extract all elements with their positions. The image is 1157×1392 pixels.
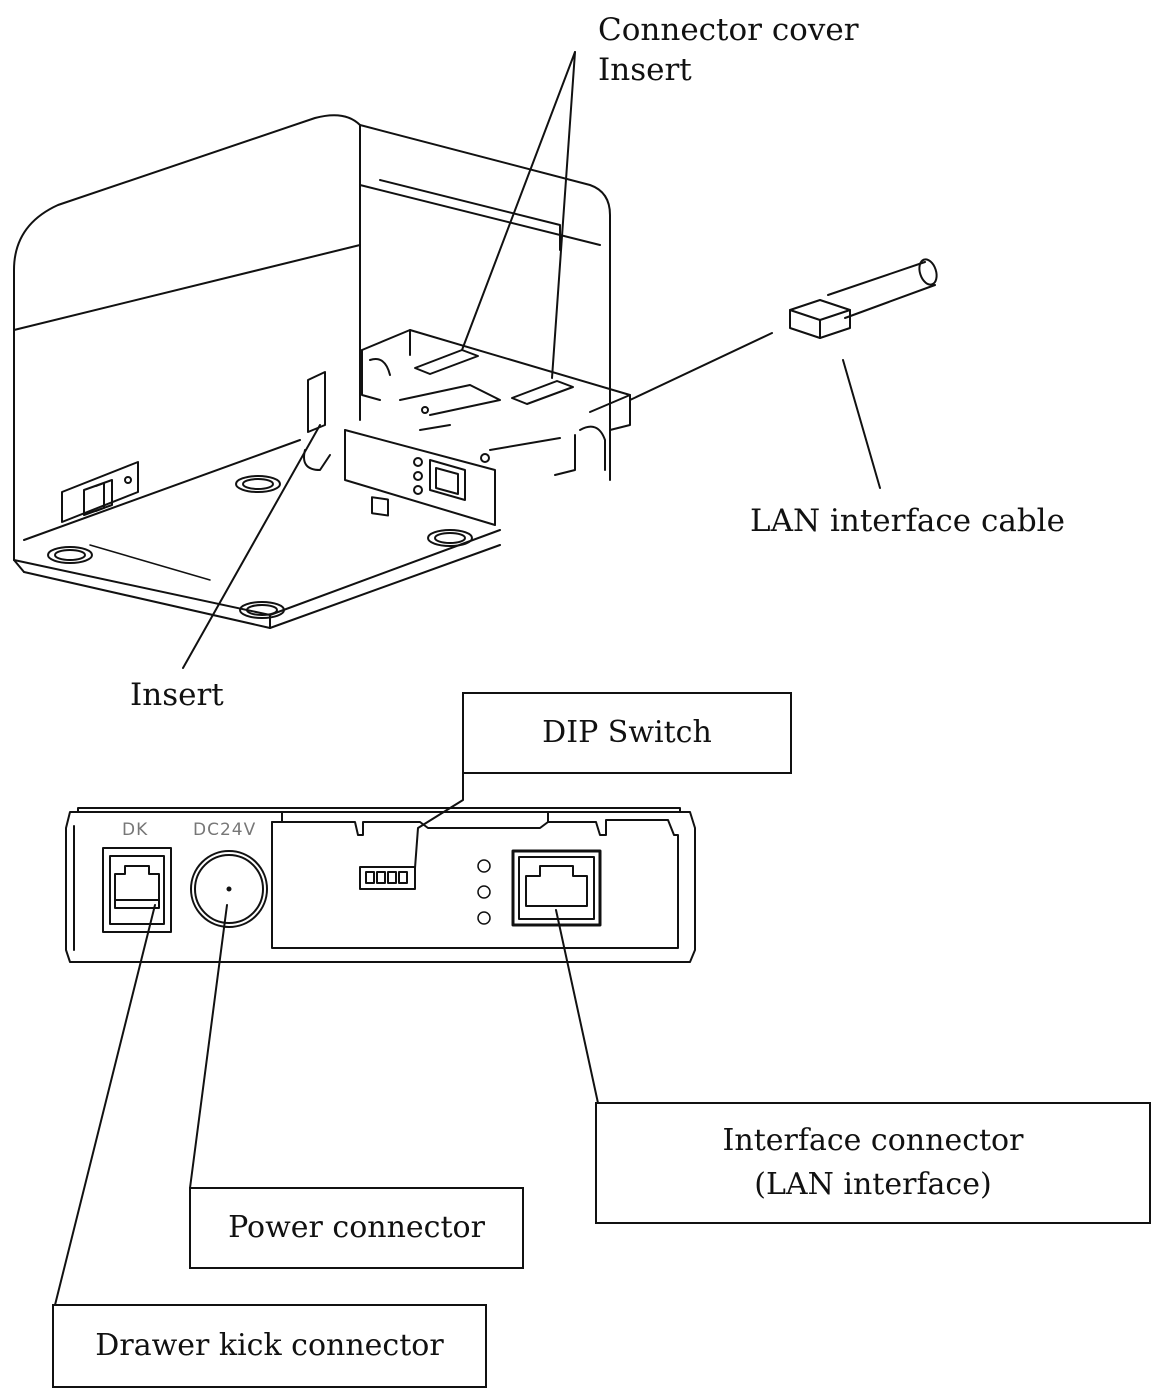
- printer-body: [13, 114, 631, 629]
- callout-drawer-kick-connector-text: Drawer kick connector: [95, 1328, 444, 1363]
- callout-interface-connector: Interface connector (LAN interface): [595, 1102, 1151, 1224]
- leader-lines-top: [182, 51, 881, 669]
- callout-drawer-kick-connector: Drawer kick connector: [52, 1304, 487, 1388]
- callout-interface-connector-line1: Interface connector: [722, 1123, 1024, 1158]
- callout-interface-connector-line2: (LAN interface): [754, 1167, 992, 1202]
- label-insert-top: Insert: [598, 52, 692, 88]
- lan-cable-plug: [789, 258, 938, 339]
- callout-power-connector-text: Power connector: [228, 1210, 485, 1245]
- panel-label-dk: DK: [122, 820, 149, 840]
- label-connector-cover: Connector cover: [598, 12, 859, 48]
- callout-power-connector: Power connector: [189, 1187, 524, 1269]
- panel-label-dc24v: DC24V: [193, 820, 257, 840]
- callout-dip-switch-text: DIP Switch: [542, 715, 712, 750]
- callout-dip-switch: DIP Switch: [462, 692, 792, 774]
- rear-panel: [65, 807, 696, 963]
- label-insert-left: Insert: [130, 677, 224, 713]
- label-lan-interface-cable: LAN interface cable: [750, 503, 1065, 539]
- leader-lines-bottom: [54, 771, 599, 1306]
